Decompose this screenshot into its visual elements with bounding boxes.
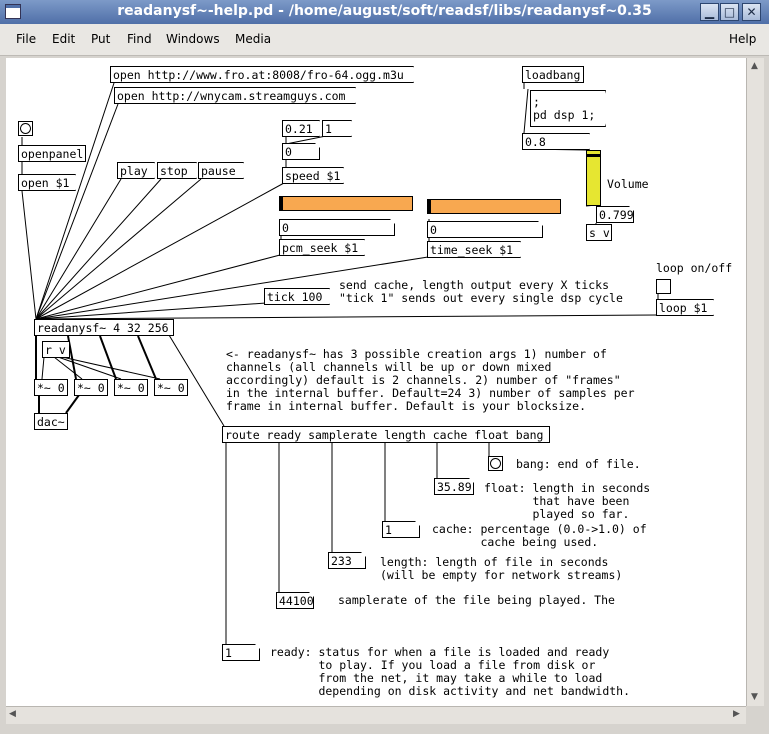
msg-open-url-fro[interactable]: open http://www.fro.at:8008/fro-64.ogg.m… — [110, 66, 414, 83]
scroll-down-icon[interactable]: ▼ — [751, 692, 758, 702]
msg-tick[interactable]: tick 100 — [264, 288, 330, 305]
comment-ready: ready: status for when a file is loaded … — [270, 645, 631, 698]
msg-open-url-wnyc[interactable]: open http://wnycam.streamguys.com — [114, 87, 356, 104]
obj-multiply-3[interactable]: *~ 0 — [114, 379, 148, 396]
msg-volume-init[interactable]: 0.8 — [522, 133, 590, 150]
menu-edit[interactable]: Edit — [52, 32, 76, 46]
window-icon[interactable] — [5, 4, 21, 19]
obj-readanysf[interactable]: readanysf~ 4 32 256 — [34, 319, 174, 336]
comment-bang: bang: end of file. — [516, 457, 641, 471]
comment-tick: send cache, length output every X ticks … — [339, 278, 623, 305]
loop-toggle[interactable] — [656, 279, 671, 294]
msg-pause[interactable]: pause — [198, 162, 244, 179]
pcm-seek-slider-knob[interactable] — [280, 197, 283, 210]
num-float[interactable]: 35.89 — [434, 478, 474, 495]
msg-speed[interactable]: speed $1 — [282, 167, 344, 184]
loop-label: loop on/off — [656, 261, 733, 275]
obj-receive-v[interactable]: r v — [42, 341, 70, 358]
menu-media[interactable]: Media — [235, 32, 272, 46]
msg-stop[interactable]: stop — [157, 162, 197, 179]
menu-bar: File Edit Put Find Windows Media Help — [0, 24, 769, 56]
scroll-corner — [746, 706, 763, 723]
menu-put[interactable]: Put — [91, 32, 111, 46]
obj-route[interactable]: route ready samplerate length cache floa… — [222, 426, 550, 443]
num-samplerate[interactable]: 44100 — [276, 592, 314, 609]
msg-loop[interactable]: loop $1 — [656, 299, 714, 316]
msg-speed-value-a[interactable]: 0.21 — [282, 120, 320, 137]
num-speed[interactable]: 0 — [282, 143, 320, 160]
maximize-button[interactable]: □ — [720, 3, 739, 21]
scroll-left-icon[interactable]: ◀ — [9, 709, 16, 719]
volume-slider[interactable] — [586, 150, 601, 206]
msg-play[interactable]: play — [117, 162, 155, 179]
comment-cache: cache: percentage (0.0->1.0) of cache be… — [432, 522, 647, 549]
comment-samplerate: samplerate of the file being played. The — [338, 593, 615, 607]
msg-dsp-line1: ; — [533, 95, 540, 109]
menu-file[interactable]: File — [16, 32, 37, 46]
title-bar[interactable]: readanysf~-help.pd - /home/august/soft/r… — [0, 0, 769, 24]
obj-multiply-1[interactable]: *~ 0 — [34, 379, 68, 396]
num-length[interactable]: 233 — [328, 552, 366, 569]
num-time-seek[interactable]: 0 — [427, 221, 543, 238]
close-button[interactable]: ✕ — [742, 3, 761, 21]
comment-length: length: length of file in seconds (will … — [380, 555, 623, 582]
msg-time-seek[interactable]: time_seek $1 — [427, 241, 521, 258]
comment-creation-args: <- readanysf~ has 3 possible creation ar… — [226, 347, 635, 413]
patch-cords — [21, 82, 659, 644]
num-pcm-seek[interactable]: 0 — [279, 219, 395, 236]
obj-send-v[interactable]: s v — [586, 224, 612, 241]
msg-pcm-seek[interactable]: pcm_seek $1 — [279, 239, 365, 256]
msg-dsp-on[interactable]: ; pd dsp 1; — [530, 90, 606, 127]
time-seek-slider-knob[interactable] — [428, 200, 431, 213]
menu-help[interactable]: Help — [729, 32, 757, 46]
window-title: readanysf~-help.pd - /home/august/soft/r… — [117, 3, 652, 19]
minimize-button[interactable]: ▁ — [700, 3, 719, 21]
eof-bang[interactable] — [488, 456, 503, 471]
obj-multiply-2[interactable]: *~ 0 — [74, 379, 108, 396]
patch-canvas[interactable]: open http://www.fro.at:8008/fro-64.ogg.m… — [6, 58, 746, 706]
menu-windows[interactable]: Windows — [166, 32, 220, 46]
volume-slider-knob[interactable] — [587, 153, 600, 157]
num-ready[interactable]: 1 — [222, 644, 260, 661]
obj-loadbang-label: loadbang — [525, 68, 581, 82]
num-cache[interactable]: 1 — [382, 521, 420, 538]
volume-label: Volume — [607, 177, 649, 191]
horizontal-scrollbar[interactable]: ◀ ▶ — [6, 706, 746, 724]
menu-find[interactable]: Find — [127, 32, 152, 46]
msg-open-arg[interactable]: open $1 — [18, 174, 76, 191]
pcm-seek-slider[interactable] — [279, 196, 413, 211]
time-seek-slider[interactable] — [427, 199, 561, 214]
num-volume[interactable]: 0.799 — [596, 206, 634, 223]
openpanel-bang[interactable] — [18, 121, 33, 136]
obj-openpanel[interactable]: openpanel — [18, 145, 86, 162]
scroll-up-icon[interactable]: ▲ — [751, 61, 758, 71]
obj-loadbang[interactable]: loadbang — [522, 66, 584, 83]
msg-dsp-line2: pd dsp 1; — [533, 108, 596, 122]
comment-float: float: length in seconds that have been … — [484, 481, 651, 521]
obj-multiply-4[interactable]: *~ 0 — [154, 379, 188, 396]
scroll-right-icon[interactable]: ▶ — [733, 709, 740, 719]
obj-dac[interactable]: dac~ — [34, 413, 68, 430]
vertical-scrollbar[interactable]: ▲ ▼ — [746, 58, 764, 706]
